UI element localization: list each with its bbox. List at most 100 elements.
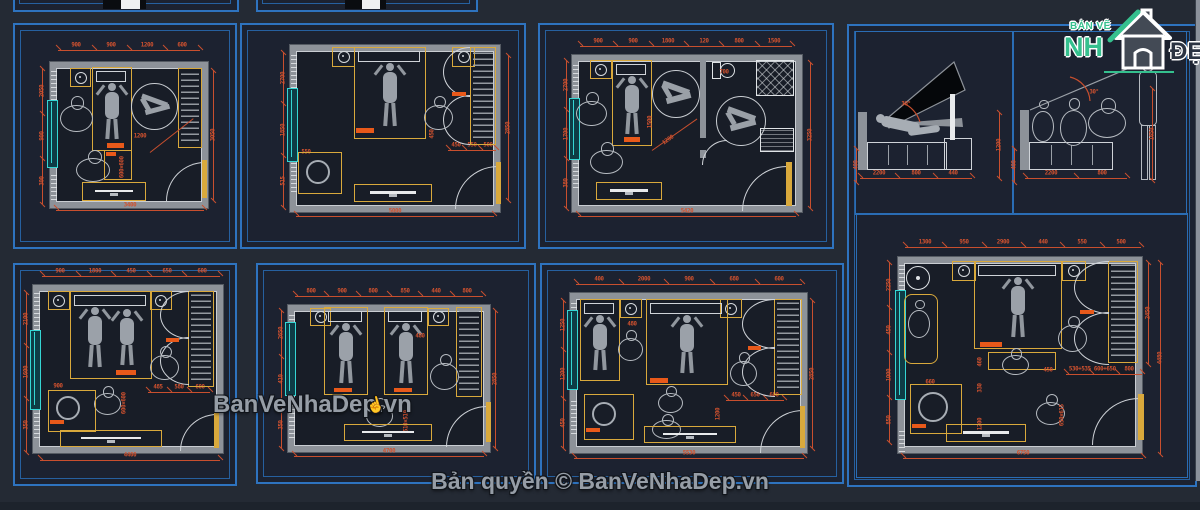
dimension-note: 600×600 — [120, 392, 127, 415]
dimension-label: 350 — [22, 420, 29, 430]
person-blob-figure — [94, 386, 122, 415]
bed — [92, 67, 132, 151]
dimension-label: 2850 — [808, 367, 815, 381]
dimension-label: 4700 — [382, 447, 396, 454]
wardrobe-hatch — [456, 307, 482, 397]
speaker-circle — [337, 51, 350, 63]
standing-leg — [1141, 125, 1148, 181]
blob-head — [626, 330, 638, 341]
tv-cabinet — [946, 424, 1026, 442]
person-figure-torso — [383, 72, 397, 103]
bed — [324, 307, 368, 395]
bed-pillow — [96, 71, 126, 82]
blob-head — [586, 92, 600, 105]
dimension-label: 950 — [959, 238, 969, 245]
person-figure-arm — [389, 324, 400, 336]
dimension-label: 900 — [38, 131, 45, 141]
dimension-note: 550 — [301, 148, 311, 155]
dimension-label: 600+650 — [1093, 365, 1116, 372]
dimension-label: 400 — [852, 160, 859, 170]
person-figure-leg — [633, 112, 639, 135]
nightstand-speaker — [310, 308, 331, 326]
dimension-label: 1600 — [22, 365, 29, 379]
dimension-label: 800 — [911, 169, 921, 176]
dimension-line — [999, 112, 1000, 178]
dimension-label: 800 — [1124, 365, 1135, 372]
dimension-label: 3250 — [806, 128, 813, 142]
blob-head — [439, 354, 452, 367]
dimension-line — [905, 247, 1141, 248]
dimension-label: 1300 — [918, 238, 931, 245]
accent-orange-block — [116, 370, 136, 375]
mattress-seam — [907, 145, 908, 165]
door-leaf — [800, 406, 805, 448]
speaker-circle — [1068, 265, 1080, 277]
person-figure-arm — [101, 308, 112, 320]
dimension-label: 440 — [431, 287, 441, 294]
person-figure-leg — [1019, 314, 1025, 337]
speaker-dot — [57, 298, 59, 301]
person-figure-torso — [399, 332, 413, 361]
blob-head — [738, 352, 751, 364]
speaker-circle — [958, 265, 970, 277]
dimension-line — [1025, 178, 1127, 179]
wall-hatch-texture — [571, 398, 577, 434]
reclining-person-figure — [872, 110, 942, 144]
accent-orange-block — [107, 143, 124, 148]
dimension-label: 120 — [698, 37, 709, 44]
nightstand-speaker — [620, 299, 642, 318]
wall-hatch-texture — [51, 172, 57, 200]
window-symbol — [569, 98, 580, 160]
person-blob-figure — [652, 414, 682, 439]
standing-person-figure — [1136, 60, 1158, 181]
door-leaf — [214, 412, 219, 448]
wall-hatch-texture — [34, 292, 40, 330]
person-blob-figure — [150, 346, 180, 381]
dimension-label: 2250 — [885, 278, 892, 291]
person-figure-leg — [593, 349, 599, 370]
accent-orange-block — [452, 92, 466, 96]
banvenhadep-logo[interactable]: BẢN VẼ NH ĐẸP — [1064, 6, 1200, 76]
desk — [104, 150, 132, 180]
person-figure-head — [596, 315, 604, 323]
accent-orange-block — [1080, 310, 1094, 314]
blob-body — [1032, 110, 1054, 142]
person-figure-head — [683, 315, 691, 323]
wardrobe-hatch — [188, 291, 214, 387]
dimension-line — [1014, 148, 1015, 182]
nightstand-speaker — [70, 68, 91, 87]
person-figure-leg — [128, 344, 134, 366]
nightstand-speaker — [428, 308, 449, 326]
window-center-line — [570, 312, 572, 385]
right-edge-scrollbar[interactable] — [1195, 0, 1200, 481]
chair-seat — [56, 396, 80, 420]
door-leaf — [486, 402, 491, 442]
dimension-note: 1500 — [646, 115, 653, 129]
person-figure-arm — [693, 316, 704, 328]
exercise-equipment-circle — [716, 96, 766, 146]
person-figure-leg — [399, 360, 405, 383]
blob-body — [908, 309, 930, 339]
tv-cabinet — [60, 430, 162, 447]
nightstand-speaker — [720, 299, 742, 318]
dimension-note: 30° — [1089, 88, 1099, 95]
dimension-line — [1148, 262, 1149, 364]
desk-chair — [590, 400, 616, 426]
desk-chair — [54, 394, 80, 420]
window-center-line — [898, 292, 900, 395]
desk-chair — [304, 158, 330, 184]
person-figure-head — [91, 307, 99, 315]
dimension-label: 450 — [451, 141, 461, 148]
dimension-tick — [39, 65, 46, 71]
tv-screen — [362, 430, 414, 433]
dimension-line — [812, 300, 813, 448]
dimension-label: 1200 — [140, 41, 154, 48]
person-figure-arm — [583, 316, 594, 328]
dimension-tick — [1157, 259, 1164, 265]
dimension-label: 410 — [277, 374, 284, 384]
person-figure-arm — [1001, 278, 1012, 290]
accent-orange-block — [748, 346, 761, 350]
dimension-label: 1650 — [1148, 127, 1155, 141]
person-figure-head — [342, 323, 350, 331]
